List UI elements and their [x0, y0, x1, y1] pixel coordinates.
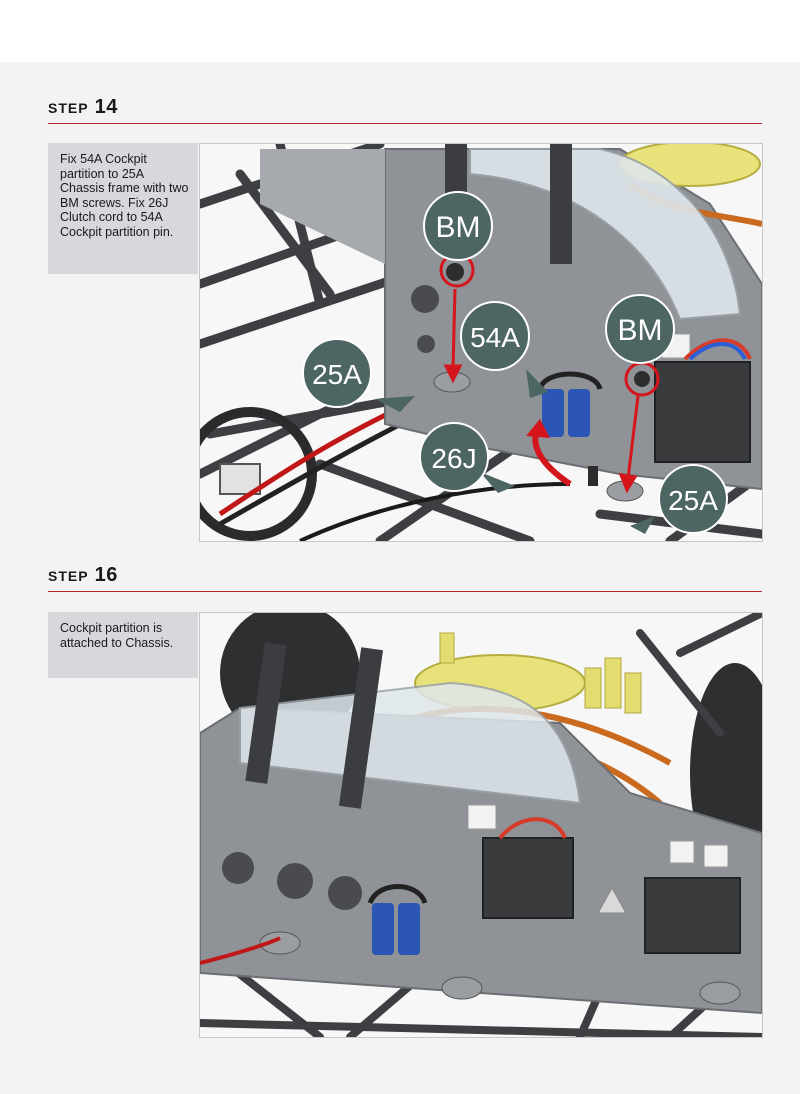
step-16-heading: STEP 16	[48, 564, 118, 587]
step-14-illustration: BM BM 54A 25A 25A 26J	[199, 143, 763, 542]
callout-bm-2: BM	[605, 294, 675, 364]
callout-label: 26J	[431, 443, 476, 474]
page-top-band	[0, 0, 800, 62]
step-label: STEP	[48, 568, 89, 584]
step-16-instruction: Cockpit partition is attached to Chassis…	[48, 612, 198, 678]
step-label: STEP	[48, 100, 89, 116]
callout-label: 54A	[470, 322, 520, 353]
callout-25a-right: 25A	[658, 464, 728, 534]
step-16-rule	[48, 591, 762, 592]
callout-label: 25A	[312, 359, 362, 390]
step-number: 16	[94, 564, 118, 586]
callout-label: 25A	[668, 485, 718, 516]
step-14-rule	[48, 123, 762, 124]
step-14-instruction: Fix 54A Cockpit partition to 25A Chassis…	[48, 143, 198, 274]
callout-25a-left: 25A	[302, 338, 372, 408]
callout-26j: 26J	[419, 422, 489, 492]
step-16-illustration	[199, 612, 763, 1038]
callout-bm-1: BM	[423, 191, 493, 261]
callout-label: BM	[618, 314, 663, 347]
step-number: 14	[94, 96, 118, 118]
callout-54a: 54A	[460, 301, 530, 371]
step-14-heading: STEP 14	[48, 96, 118, 119]
callout-label: BM	[436, 211, 481, 244]
